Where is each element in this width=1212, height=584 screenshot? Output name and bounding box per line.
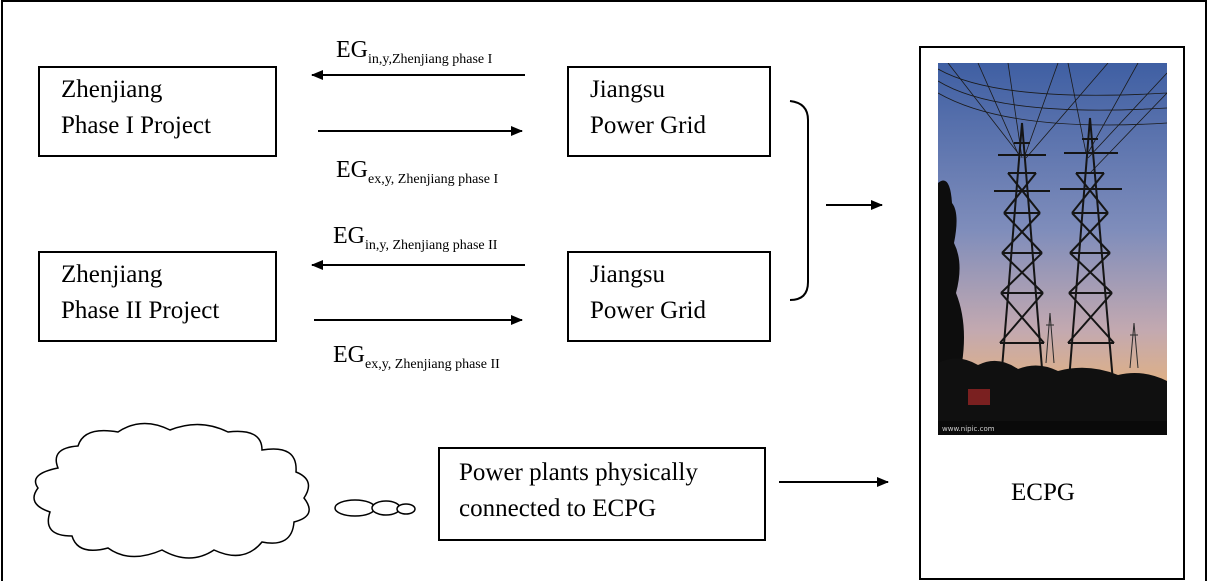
jiangsu-grid-2-line2: Power Grid xyxy=(590,297,706,324)
jiangsu-grid-1-box xyxy=(567,66,771,157)
jiangsu-grid-2-line1: Jiangsu xyxy=(590,261,665,288)
zhenjiang-phase-2-line2: Phase II Project xyxy=(61,297,220,324)
eg-ex-phase-1-label: EGex,y, Zhenjiang phase I xyxy=(336,157,499,187)
zhenjiang-phase-2-line1: Zhenjiang xyxy=(61,261,163,288)
distant-towers xyxy=(1045,312,1139,369)
eg-in-phase-2-label: EGin,y, Zhenjiang phase II xyxy=(333,223,498,253)
zhenjiang-phase-2-box xyxy=(38,251,277,342)
cloud-bubble-3 xyxy=(396,503,416,515)
cloud-bubble-1 xyxy=(334,499,376,517)
grid-brace xyxy=(789,100,809,301)
tower-left xyxy=(994,122,1050,394)
tower-right xyxy=(1060,117,1122,394)
cloud-bubble-2 xyxy=(371,500,401,516)
power-plants-line2: connected to ECPG xyxy=(459,495,657,522)
co2-cloud xyxy=(33,422,310,559)
jiangsu-grid-2-box xyxy=(567,251,771,342)
red-sign xyxy=(968,389,990,405)
zhenjiang-phase-1-line1: Zhenjiang xyxy=(61,76,163,103)
eg-ex-phase-2-label: EGex,y, Zhenjiang phase II xyxy=(333,342,500,372)
eg-in-phase-1-label: EGin,y,Zhenjiang phase I xyxy=(336,37,493,67)
zhenjiang-phase-1-box xyxy=(38,66,277,157)
power-plants-box xyxy=(438,447,766,541)
zhenjiang-phase-1-line2: Phase I Project xyxy=(61,112,211,139)
transmission-tower-photo: www.nipic.com xyxy=(938,63,1167,435)
ground-silhouette xyxy=(938,358,1167,435)
jiangsu-grid-1-line1: Jiangsu xyxy=(590,76,665,103)
photo-watermark: www.nipic.com xyxy=(942,425,995,433)
ecpg-label: ECPG xyxy=(1011,479,1075,506)
jiangsu-grid-1-line2: Power Grid xyxy=(590,112,706,139)
power-plants-line1: Power plants physically xyxy=(459,459,698,486)
power-lines xyxy=(938,63,1167,174)
